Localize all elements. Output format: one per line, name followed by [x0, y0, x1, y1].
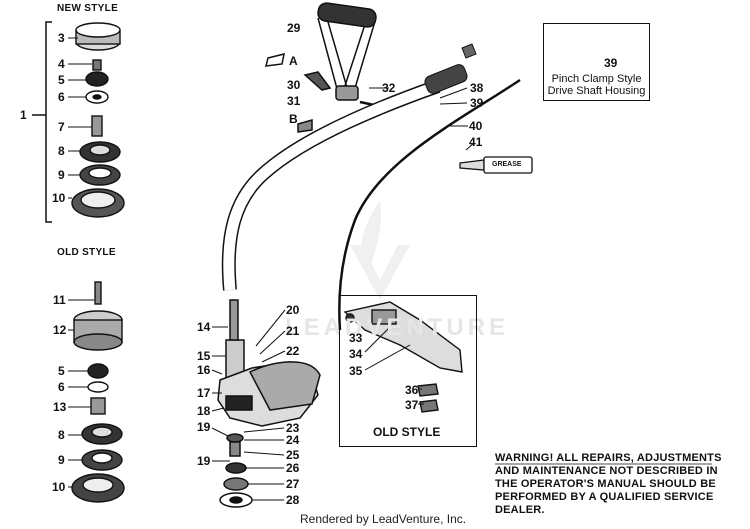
callout: 8 [58, 144, 65, 158]
new-style-heading: NEW STYLE [57, 3, 119, 14]
callout: 19 [197, 454, 211, 468]
old-style-inset-art [343, 301, 463, 413]
callout: 20 [286, 303, 300, 317]
old-style-heading: OLD STYLE [57, 247, 116, 258]
callout: 34 [349, 347, 363, 361]
pinch-clamp-caption-1: Pinch Clamp Style [551, 73, 642, 85]
callout: 5 [58, 364, 65, 378]
callout-assembly: 1 [20, 108, 27, 122]
warning-line-2: AND MAINTENANCE NOT DESCRIBED IN [495, 465, 718, 477]
callout: 18 [197, 404, 211, 418]
pinch-clamp-caption-2: Drive Shaft Housing [547, 85, 646, 97]
warning-line-4: PERFORMED BY A QUALIFIED SERVICE [495, 491, 714, 503]
callout: 5 [58, 73, 65, 87]
callout: 26 [286, 461, 300, 475]
drive-shaft [221, 43, 477, 291]
callout: 37 [405, 398, 419, 412]
callout: 13 [53, 400, 67, 414]
pinch-clamp-inset: 39 Pinch Clamp Style Drive Shaft Housing [543, 23, 650, 101]
callout: 41 [469, 135, 483, 149]
callout: 32 [382, 81, 396, 95]
callout: 27 [286, 477, 300, 491]
callout: 21 [286, 324, 300, 338]
callout: 36 [405, 383, 419, 397]
drive-cable [338, 78, 521, 331]
old-style-inset-caption: OLD STYLE [373, 425, 441, 439]
callout: 10 [52, 480, 66, 494]
watermark-text: LEADVENTURE [285, 314, 510, 341]
head-leaders [211, 87, 475, 501]
assembly-bracket [32, 21, 52, 223]
callout: 22 [286, 344, 300, 358]
grease-label: GREASE [492, 161, 522, 168]
callout: 15 [197, 349, 211, 363]
callout: 9 [58, 453, 65, 467]
trimmer-head [217, 299, 321, 508]
callout: 4 [58, 57, 65, 71]
callout: 39 [470, 96, 484, 110]
callout: 9 [58, 168, 65, 182]
callout: A [289, 54, 298, 68]
warning-line-5: DEALER. [495, 504, 545, 516]
warning-line-1: WARNING! ALL REPAIRS, ADJUSTMENTS [495, 452, 722, 464]
callout: 29 [287, 21, 301, 35]
callout: 12 [53, 323, 67, 337]
new-style-parts [71, 22, 125, 218]
callout: 11 [53, 293, 66, 307]
callout: 8 [58, 428, 65, 442]
callout: 19 [197, 420, 211, 434]
callout: 23 [286, 421, 300, 435]
footer-credit: Rendered by LeadVenture, Inc. [300, 512, 467, 526]
callout: 31 [287, 94, 301, 108]
callout: 38 [470, 81, 484, 95]
callout: 28 [286, 493, 300, 507]
callout: 40 [469, 119, 483, 133]
callout: 24 [286, 433, 300, 447]
callout: 6 [58, 90, 65, 104]
callout: 10 [52, 191, 66, 205]
warning-notice: WARNING! ALL REPAIRS, ADJUSTMENTS AND MA… [495, 452, 745, 517]
callout: 25 [286, 448, 300, 462]
callout: 30 [287, 78, 301, 92]
callout: 17 [197, 386, 211, 400]
callout: 14 [197, 320, 211, 334]
callout: 7 [58, 120, 65, 134]
callout: 16 [197, 363, 211, 377]
callout: 33 [349, 331, 363, 345]
left-leaders [68, 37, 94, 488]
callout: 6 [58, 380, 65, 394]
callout-pinch-clamp: 39 [604, 56, 618, 70]
grease-tube [459, 156, 533, 174]
callout: 3 [58, 31, 65, 45]
old-style-parts [71, 281, 125, 503]
callout: 35 [349, 364, 363, 378]
watermark-logo [350, 200, 410, 300]
callout: B [289, 112, 298, 126]
old-style-inset: 33 34 35 36 37 OLD STYLE [339, 295, 477, 447]
warning-line-3: THE OPERATOR'S MANUAL SHOULD BE [495, 478, 716, 490]
